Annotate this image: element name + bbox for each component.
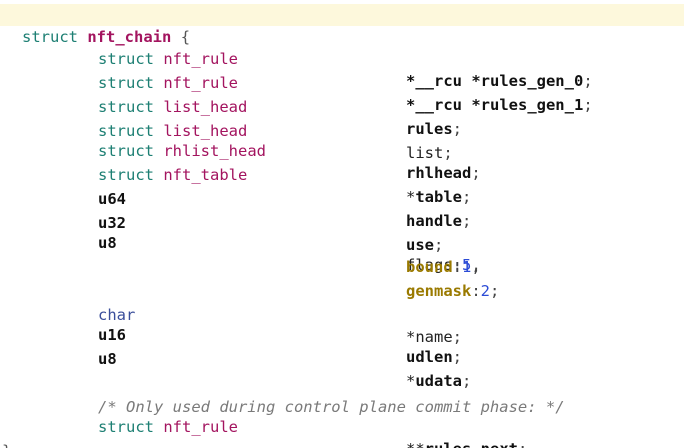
field-type: u16 (98, 326, 126, 344)
code-line-field: u16 udlen; (0, 302, 462, 366)
pointer-star: * (406, 372, 416, 390)
bit-width: 5 (462, 256, 472, 274)
comma: , (471, 258, 481, 276)
close-brace: }; (2, 440, 21, 448)
code-line-field: u64 handle; (0, 166, 471, 230)
keyword-struct: struct (98, 74, 154, 92)
field-type: u8 (98, 234, 117, 252)
field-name: udata (415, 372, 463, 390)
code-line-closing: }; (0, 418, 37, 448)
colon: : (471, 282, 481, 300)
field-name: rules_next (425, 440, 518, 448)
struct-name: nft_chain (87, 28, 172, 46)
keyword-struct: struct (98, 142, 154, 160)
code-line-field: struct nft_rule *__rcu *rules_gen_0; (0, 26, 593, 90)
bit-width: 1 (462, 258, 472, 276)
code-line-field: struct nft_table *table; (0, 142, 471, 206)
field-name: list (406, 144, 444, 162)
semicolon: ; (462, 372, 472, 390)
field-name: *__rcu *rules_gen_1 (406, 96, 584, 114)
field-type: nft_rule (163, 74, 238, 92)
semicolon: ; (490, 282, 500, 300)
code-line-field: struct nft_rule *__rcu *rules_gen_1; (0, 50, 593, 114)
semicolon: ; (443, 144, 453, 162)
field-type: nft_table (163, 166, 248, 184)
field-name: udlen (406, 348, 453, 366)
semicolon: ; (583, 72, 593, 90)
field-type: u32 (98, 214, 126, 232)
field-name: *name (406, 328, 453, 346)
keyword-struct: struct (22, 28, 78, 46)
semicolon: ; (518, 440, 527, 448)
code-line-field: struct list_head rules; (0, 74, 462, 138)
field-name: rhlhead (406, 164, 472, 182)
code-line-comment: /* Only used during control plane commit… (0, 374, 565, 416)
code-line-field: u8 flags:5, (0, 210, 481, 274)
code-line-field: u8 *udata; (0, 326, 471, 390)
code-comment: /* Only used during control plane commit… (98, 398, 565, 416)
code-line-field: genmask:2; (0, 258, 499, 300)
pointer-star: * (406, 188, 416, 206)
field-type: nft_rule (163, 50, 238, 68)
semicolon: ; (452, 348, 463, 366)
colon: : (452, 258, 463, 276)
code-line-field: u32 use; (0, 190, 443, 254)
field-type: rhlist_head (163, 142, 266, 160)
field-name: rules (406, 120, 453, 138)
comma: , (471, 256, 481, 274)
open-brace: { (180, 28, 191, 46)
keyword-struct: struct (98, 50, 154, 68)
field-type: nft_rule (163, 418, 238, 436)
field-name: use (406, 236, 434, 254)
field-type: u64 (98, 190, 126, 208)
bit-width: 2 (480, 282, 491, 300)
keyword-struct: struct (98, 98, 154, 116)
semicolon: ; (462, 212, 472, 230)
code-line-field: struct nft_rule **rules_next; (0, 394, 527, 448)
field-type: list_head (163, 98, 248, 116)
field-name: table (415, 188, 463, 206)
keyword-struct: struct (98, 418, 154, 436)
field-name: *__rcu *rules_gen_0 (406, 72, 584, 90)
code-line-field: char *name; (0, 282, 462, 346)
field-name: bound (406, 258, 453, 276)
colon: : (452, 256, 463, 274)
field-type: u8 (98, 350, 117, 368)
keyword-struct: struct (98, 122, 154, 140)
code-line-struct-header: struct nft_chain { (0, 4, 684, 46)
code-line-field: struct list_head list; (0, 98, 453, 162)
code-line-field: struct rhlist_head rhlhead; (0, 118, 481, 182)
pointer-star: ** (406, 440, 425, 448)
code-line-field: bound:1, (0, 234, 481, 276)
field-type: char (98, 306, 136, 324)
semicolon: ; (452, 120, 463, 138)
semicolon: ; (434, 236, 444, 254)
semicolon: ; (471, 164, 481, 182)
semicolon: ; (583, 96, 593, 114)
semicolon: ; (452, 328, 463, 346)
field-name: genmask (406, 282, 472, 300)
semicolon: ; (462, 188, 472, 206)
field-type: list_head (163, 122, 248, 140)
field-name: handle (406, 212, 462, 230)
keyword-struct: struct (98, 166, 154, 184)
field-name: flags (406, 256, 453, 274)
